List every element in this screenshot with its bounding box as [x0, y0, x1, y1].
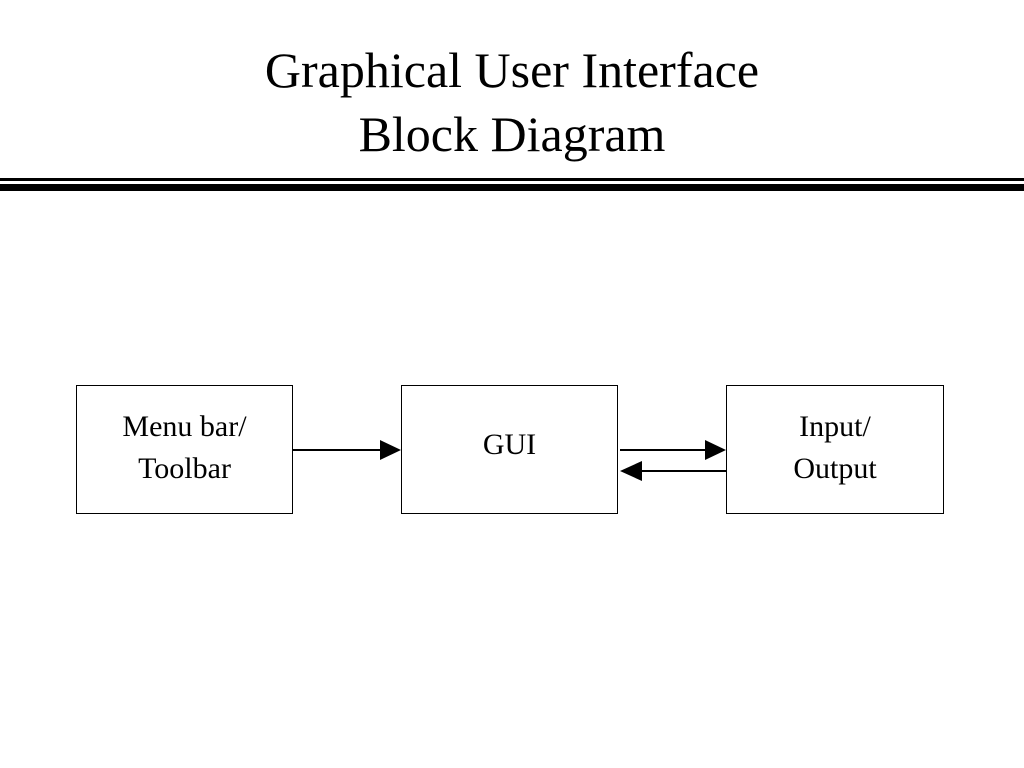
slide-title-line-1: Graphical User Interface	[264, 42, 760, 98]
input-output-block: Input/ Output	[726, 385, 944, 514]
slide-title-line-2: Block Diagram	[358, 106, 666, 162]
menu-toolbar-label-line-1: Menu bar/	[122, 409, 247, 443]
slide-title: Graphical User Interface Block Diagram	[0, 38, 1024, 166]
arrow-menu-to-gui-head	[380, 440, 401, 460]
arrow-io-to-gui-head	[620, 461, 642, 481]
title-divider-thin	[0, 178, 1024, 181]
arrow-menu-to-gui	[293, 440, 401, 460]
gui-label: GUI	[482, 427, 537, 461]
gui-block: GUI	[401, 385, 618, 514]
menu-toolbar-block: Menu bar/ Toolbar	[76, 385, 293, 514]
menu-toolbar-label-line-2: Toolbar	[138, 451, 231, 485]
arrow-gui-to-io-head	[705, 440, 726, 460]
input-output-label-line-1: Input/	[799, 409, 871, 443]
arrow-io-to-gui	[620, 461, 726, 481]
title-divider-thick	[0, 184, 1024, 191]
input-output-label-line-2: Output	[793, 451, 877, 485]
arrow-gui-to-io	[620, 440, 726, 460]
